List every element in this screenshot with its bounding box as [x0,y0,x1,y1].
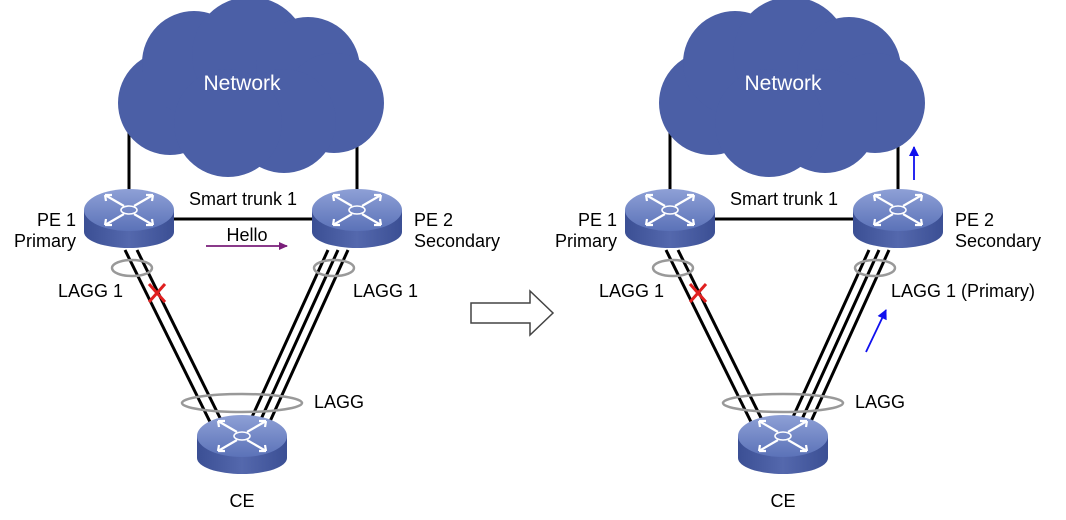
left-hello-label: Hello [226,225,267,245]
left-ce-lagg-label: LAGG [314,392,364,412]
right-ce-lagg-label: LAGG [855,392,905,412]
left-ce-label: CE [229,491,254,511]
left-pe1-ce-links [123,249,227,429]
right-lagg-traffic-arrow [865,309,887,353]
right-pe2-lagg-ring [853,258,897,278]
right-scenario: Network Smart trunk 1 PE 1 Primary PE 2 [555,0,1041,511]
left-pe2-name: PE 2 [414,210,453,230]
right-lagg1-right-label: LAGG 1 (Primary) [891,281,1035,301]
left-pe1-switch-icon [82,187,176,250]
left-ce-lagg-ring [180,392,304,414]
right-network-cloud: Network [659,0,925,177]
left-pe1-name: PE 1 [37,210,76,230]
left-lagg1-left-label: LAGG 1 [58,281,123,301]
right-ce-switch-icon [736,413,830,476]
right-network-label: Network [744,72,822,95]
left-pe2-ce-links [245,249,350,429]
left-network-label: Network [203,72,281,95]
right-pe2-ce-links [786,249,891,429]
right-ce-label: CE [770,491,795,511]
left-pe1-role: Primary [14,231,76,251]
right-pe1-lagg-ring [651,258,695,278]
right-pe1-role: Primary [555,231,617,251]
left-smart-trunk-label: Smart trunk 1 [189,189,297,209]
right-pe1-ce-links [664,249,768,429]
left-network-cloud: Network [118,0,384,177]
right-smart-trunk-label: Smart trunk 1 [730,189,838,209]
right-pe1-name: PE 1 [578,210,617,230]
right-ce-lagg-ring [721,392,845,414]
right-pe2-switch-icon [851,187,945,250]
left-ce-switch-icon [195,413,289,476]
right-link-failure-cross-icon [688,283,708,303]
right-pe2-role: Secondary [955,231,1041,251]
left-scenario: Network Hello Smart t [14,0,500,511]
left-pe2-lagg-ring [312,258,356,278]
right-pe2-name: PE 2 [955,210,994,230]
left-pe2-switch-icon [310,187,404,250]
left-pe2-role: Secondary [414,231,500,251]
left-pe1-lagg-ring [110,258,154,278]
left-link-failure-cross-icon [147,283,167,303]
right-pe1-switch-icon [623,187,717,250]
left-lagg1-right-label: LAGG 1 [353,281,418,301]
right-lagg1-left-label: LAGG 1 [599,281,664,301]
transition-right-arrow-icon [470,289,555,337]
